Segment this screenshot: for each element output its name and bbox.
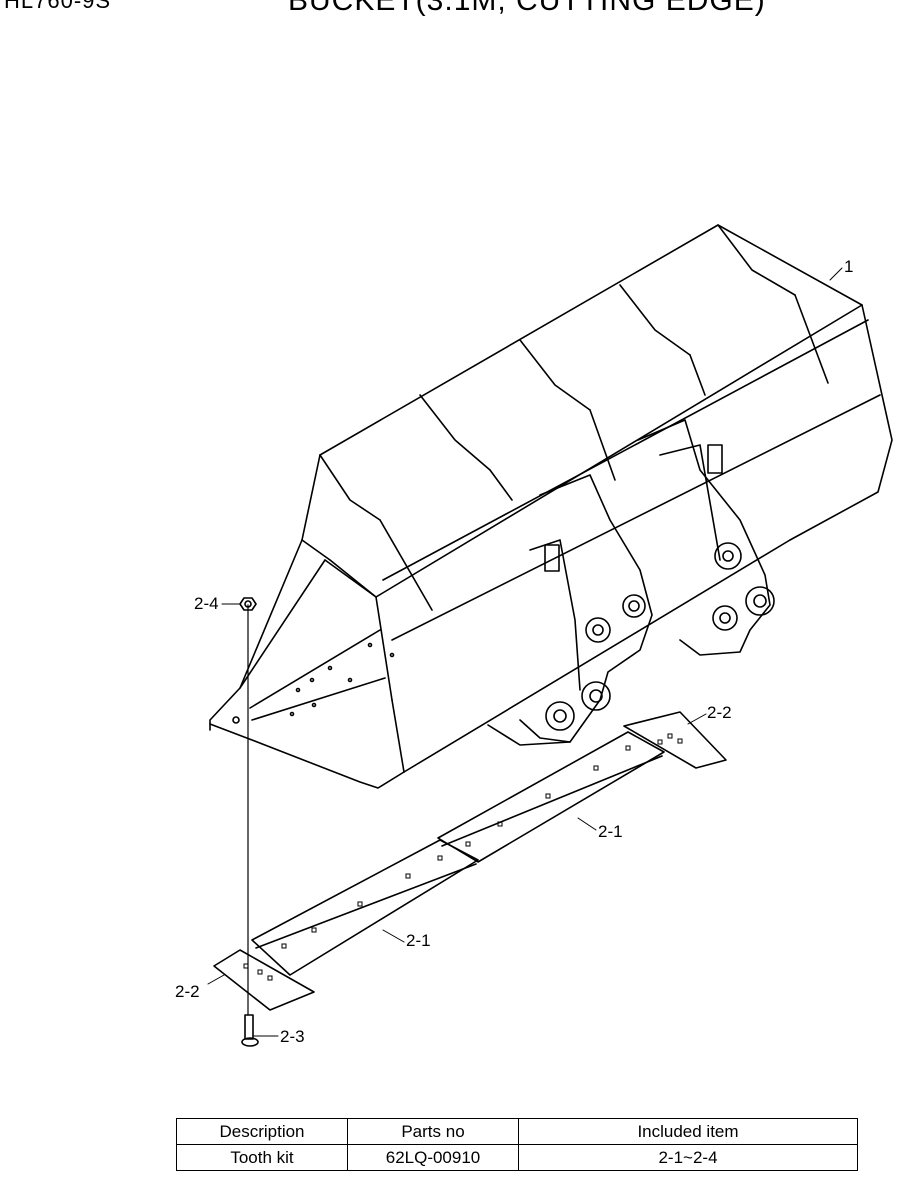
callout-2-1-right: 2-1 <box>598 822 623 841</box>
end-bit-left <box>213 949 315 1011</box>
left-mounting-bracket <box>519 474 653 743</box>
parts-table-header-row: Description Parts no Included item <box>176 1118 858 1145</box>
parts-table: Description Parts no Included item Tooth… <box>176 1118 858 1171</box>
header-description: Description <box>176 1118 348 1145</box>
page-code: HL760-9S <box>4 0 112 13</box>
cell-included-item: 2-1~2-4 <box>518 1144 858 1171</box>
header-parts-no: Parts no <box>347 1118 519 1145</box>
callout-2-1-left: 2-1 <box>406 931 431 950</box>
callout-2-2-right: 2-2 <box>707 703 732 722</box>
cell-description: Tooth kit <box>176 1144 348 1171</box>
cutting-edge-right <box>437 731 665 863</box>
bucket-shell <box>209 224 893 789</box>
callout-2-4: 2-4 <box>194 594 219 613</box>
callout-1: 1 <box>844 257 854 276</box>
page-title: BUCKET(3.1M, CUTTING EDGE) <box>288 0 766 17</box>
bolt <box>241 1014 259 1047</box>
right-mounting-bracket <box>637 419 775 656</box>
cutting-edge-left <box>251 839 479 976</box>
callout-2-3: 2-3 <box>280 1027 305 1046</box>
callout-2-2-left: 2-2 <box>175 982 200 1001</box>
header-included-item: Included item <box>518 1118 858 1145</box>
end-bit-right <box>623 711 727 769</box>
cell-parts-no: 62LQ-00910 <box>347 1144 519 1171</box>
table-row: Tooth kit 62LQ-00910 2-1~2-4 <box>176 1144 858 1171</box>
